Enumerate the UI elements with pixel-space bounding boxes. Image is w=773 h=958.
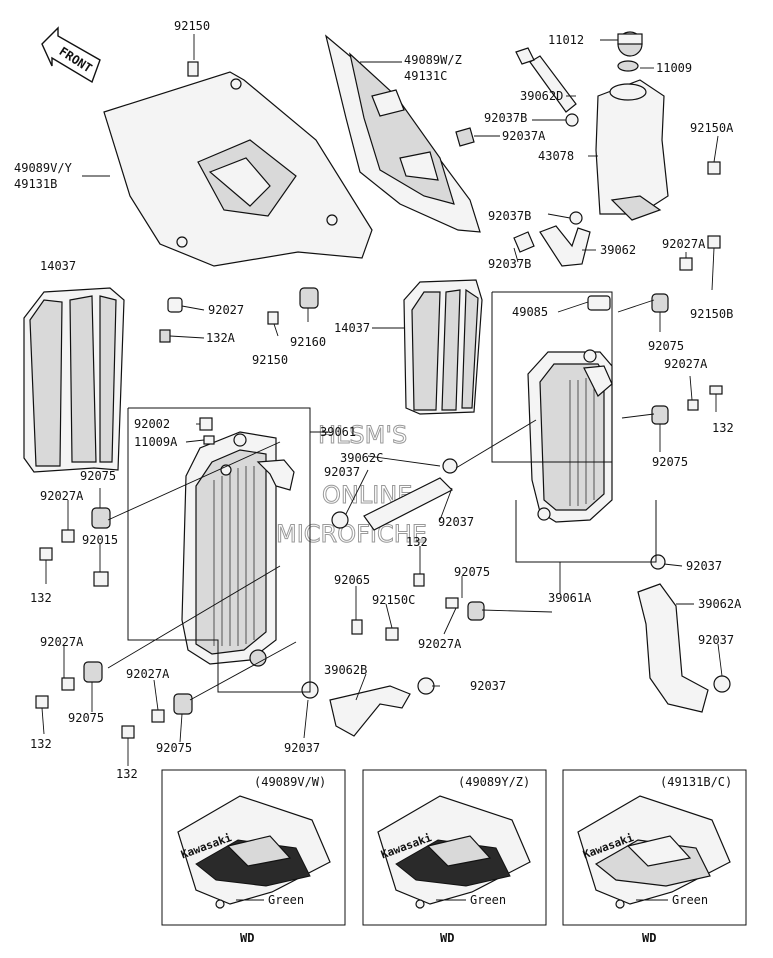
callout-11012: 11012 — [548, 33, 584, 47]
right-radiator — [527, 349, 613, 523]
callout-92075-r2: 92075 — [652, 455, 688, 469]
callout-92037-c1: 92037 — [324, 465, 360, 479]
callout-92150b: 92150B — [690, 307, 733, 321]
callout-92037a-1: 92037A — [502, 129, 546, 143]
callout-92075-l3: 92075 — [156, 741, 192, 755]
callout-49085: 49085 — [512, 305, 548, 319]
left-shroud — [103, 71, 373, 267]
callout-92037-r1: 92037 — [686, 559, 722, 573]
callout-39062d: 39062D — [520, 89, 563, 103]
callout-43078: 43078 — [538, 149, 574, 163]
callout-92037-c2: 92037 — [438, 515, 474, 529]
front-arrow: FRONT — [41, 26, 101, 84]
callout-92065: 92065 — [334, 573, 370, 587]
callout-92037-bottom: 92037 — [284, 741, 320, 755]
left-radiator — [181, 431, 295, 667]
callout-39062c: 39062C — [340, 451, 383, 465]
callout-92027a-r2: 92027A — [664, 357, 708, 371]
callout-132-l1: 132 — [30, 591, 52, 605]
variant-panel-1: (49089V/W) Kawasaki Green WD — [161, 769, 346, 945]
reservoir-tank — [595, 31, 669, 221]
callout-14037-left: 14037 — [40, 259, 76, 273]
watermark-line1: HLSM'S — [318, 421, 407, 449]
variant-code: (49131B/C) — [660, 775, 732, 789]
hardware — [35, 61, 723, 739]
callout-11009: 11009 — [656, 61, 692, 75]
callout-132-l2: 132 — [30, 737, 52, 751]
variant-code: (49089Y/Z) — [458, 775, 530, 789]
callout-11009a: 11009A — [134, 435, 178, 449]
upper-hoses — [455, 47, 591, 267]
left-radiator-guard — [23, 287, 125, 473]
callout-39062a: 39062A — [698, 597, 742, 611]
watermark-line3: MICROFICHE — [276, 520, 427, 548]
callout-132a: 132A — [206, 331, 236, 345]
variant-panel-3: (49131B/C) Kawasaki Green WD — [562, 769, 747, 945]
variant-footer: WD — [240, 931, 254, 945]
callout-92075-l1: 92075 — [80, 469, 116, 483]
callout-92027a-r1: 92027A — [662, 237, 706, 251]
callout-92037b-2: 92037B — [488, 209, 531, 223]
callout-132-center: 132 — [406, 535, 428, 549]
callout-92027a-l2: 92027A — [40, 635, 84, 649]
callout-49089vy: 49089V/Y — [14, 161, 73, 175]
callout-92150c: 92150C — [372, 593, 415, 607]
callout-92027a-center: 92027A — [418, 637, 462, 651]
callout-labels: 92150 49089W/Z 49131C 11012 11009 39062D… — [14, 19, 742, 781]
callout-39061: 39061 — [320, 425, 356, 439]
callout-92037b-1: 92037B — [484, 111, 527, 125]
variant-footer: WD — [642, 931, 656, 945]
group-frames — [127, 291, 657, 693]
callout-92037-r2: 92037 — [698, 633, 734, 647]
watermark: HLSM'S ONLINE MICROFICHE — [276, 421, 428, 549]
variant-footer: WD — [440, 931, 454, 945]
callout-39061a: 39061A — [548, 591, 592, 605]
variant-code: (49089V/W) — [254, 775, 326, 789]
callout-92150-top: 92150 — [174, 19, 210, 33]
callout-92150a: 92150A — [690, 121, 734, 135]
variant-color: Green — [470, 893, 506, 907]
callout-92015: 92015 — [82, 533, 118, 547]
callout-49131b: 49131B — [14, 177, 57, 191]
variant-color: Green — [268, 893, 304, 907]
callout-92027: 92027 — [208, 303, 244, 317]
callout-132-l3: 132 — [116, 767, 138, 781]
callout-92037b-3: 92037B — [488, 257, 531, 271]
callout-92150-mid: 92150 — [252, 353, 288, 367]
callout-92002: 92002 — [134, 417, 170, 431]
callout-92027a-l3: 92027A — [126, 667, 170, 681]
callout-39062b: 39062B — [324, 663, 367, 677]
callout-132-right: 132 — [712, 421, 734, 435]
leader-lines — [41, 34, 723, 766]
variant-panel-2: (49089Y/Z) Kawasaki Green WD — [362, 769, 547, 945]
callout-14037-center: 14037 — [334, 321, 370, 335]
callout-92027a-l1: 92027A — [40, 489, 84, 503]
callout-92160: 92160 — [290, 335, 326, 349]
callout-92075-l2: 92075 — [68, 711, 104, 725]
center-radiator-guard — [403, 279, 483, 415]
lower-hoses — [301, 458, 731, 737]
callout-92075-center: 92075 — [454, 565, 490, 579]
callout-49131c: 49131C — [404, 69, 447, 83]
callout-49089wz: 49089W/Z — [404, 53, 462, 67]
callout-92075-r1: 92075 — [648, 339, 684, 353]
right-shroud — [324, 34, 481, 233]
callout-92037-c3: 92037 — [470, 679, 506, 693]
callout-39062: 39062 — [600, 243, 636, 257]
variant-color: Green — [672, 893, 708, 907]
